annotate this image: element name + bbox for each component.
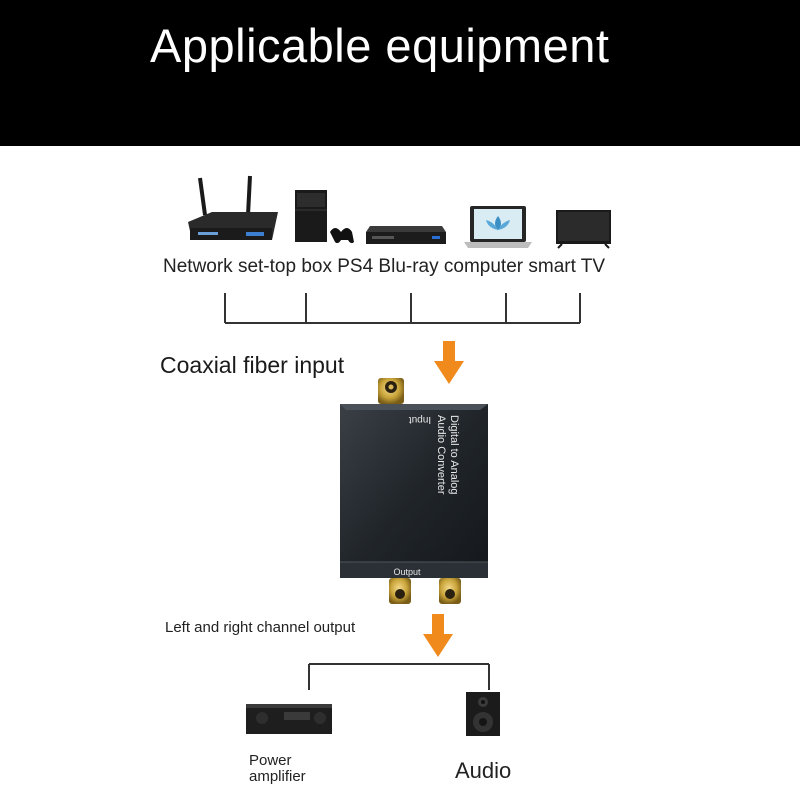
amplifier-icon [246, 704, 332, 734]
coaxial-input-label: Coaxial fiber input [160, 352, 345, 378]
laptop-icon [464, 206, 532, 248]
ps4-console-icon [295, 190, 354, 244]
speaker-icon [466, 692, 500, 736]
source-bracket [224, 293, 581, 324]
converter-box [340, 404, 488, 578]
source-devices-label: Network set-top box PS4 Blu-ray computer… [163, 256, 606, 277]
converter-title-line1: Digital to Analog [448, 415, 460, 495]
converter-input-label: Input [409, 414, 431, 425]
smart-tv-icon [556, 210, 611, 249]
speaker-label: Audio [455, 758, 512, 783]
output-rca-jack-right [439, 578, 461, 604]
converter-output-label: Output [393, 567, 421, 577]
output-bracket [308, 663, 490, 690]
page-title: Applicable equipment [150, 19, 610, 72]
header-banner: Applicable equipment [0, 0, 800, 146]
amplifier-label: Power amplifier [249, 752, 306, 785]
router-icon [188, 175, 278, 240]
converter-title-line2: Audio Converter [435, 415, 447, 495]
input-rca-jack [378, 378, 404, 404]
down-arrow-icon [423, 614, 453, 657]
bluray-player-icon [366, 226, 446, 244]
output-channel-label: Left and right channel output [165, 619, 356, 636]
down-arrow-icon [434, 341, 464, 384]
output-rca-jack-left [389, 578, 411, 604]
